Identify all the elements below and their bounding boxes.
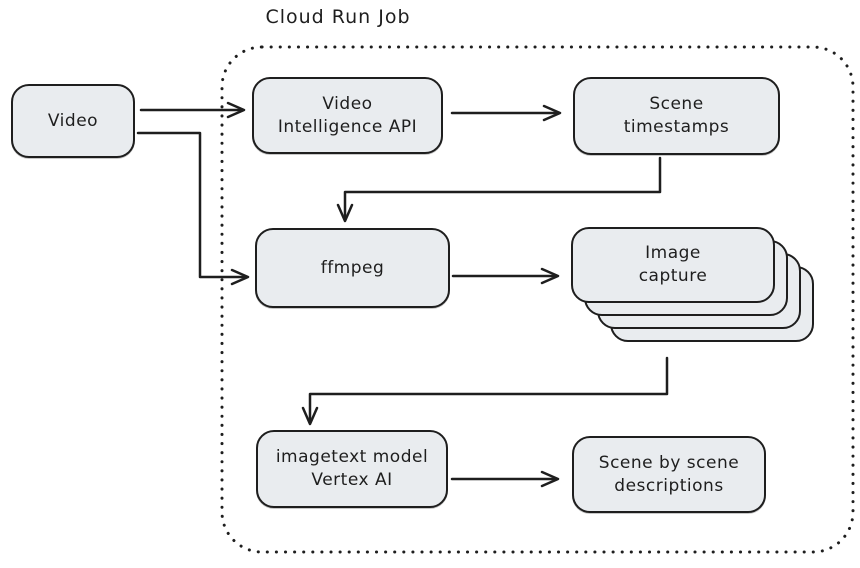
node-scene-descriptions-label-line2: descriptions [614,475,724,496]
node-video-intelligence-label-line2: Intelligence API [277,116,418,137]
node-scene-timestamps-label-line1: Scene [649,94,704,115]
node-imagetext-model-vertex-ai: imagetext model Vertex AI [256,430,448,508]
arrowhead-down-icon [301,406,319,426]
cloud-run-job-title: Cloud Run Job [265,6,411,28]
edge-video-to-ffmpeg [136,131,250,286]
arrowhead-right-icon [226,101,246,119]
node-ffmpeg-label: ffmpeg [320,257,385,278]
arrowhead-right-icon [540,267,560,285]
node-scene-descriptions-label-line1: Scene by scene [598,452,740,473]
node-video-label: Video [47,110,99,131]
node-imagetext-model-label-line2: Vertex AI [311,470,393,490]
node-ffmpeg: ffmpeg [255,228,450,308]
arrowhead-right-icon [540,470,560,488]
edge-scene-timestamps-to-ffmpeg [336,156,662,223]
node-scene-timestamps-label-line2: timestamps [623,117,730,137]
edge-ffmpeg-to-image-capture [451,267,560,285]
node-imagetext-model-label-line1: imagetext model [275,447,429,468]
node-scene-timestamps: Scene timestamps [573,77,780,155]
arrowhead-right-icon [230,268,250,286]
node-video-intelligence-api: Video Intelligence API [252,77,443,154]
edge-video-intelligence-to-scene-timestamps [450,104,562,122]
node-video-intelligence-label-line1: Video [322,93,373,114]
node-image-capture-label-line1: Image [645,243,701,264]
edge-image-capture-to-imagetext-model [301,356,669,426]
edge-video-to-video-intelligence [139,101,246,119]
arrowhead-down-icon [336,203,354,223]
arrowhead-right-icon [542,104,562,122]
node-image-capture-label-line2: capture [638,266,708,286]
node-image-capture: Image capture [571,227,775,303]
node-video: Video [11,84,135,158]
edge-imagetext-model-to-scene-descriptions [450,470,560,488]
node-scene-by-scene-descriptions: Scene by scene descriptions [572,436,766,513]
